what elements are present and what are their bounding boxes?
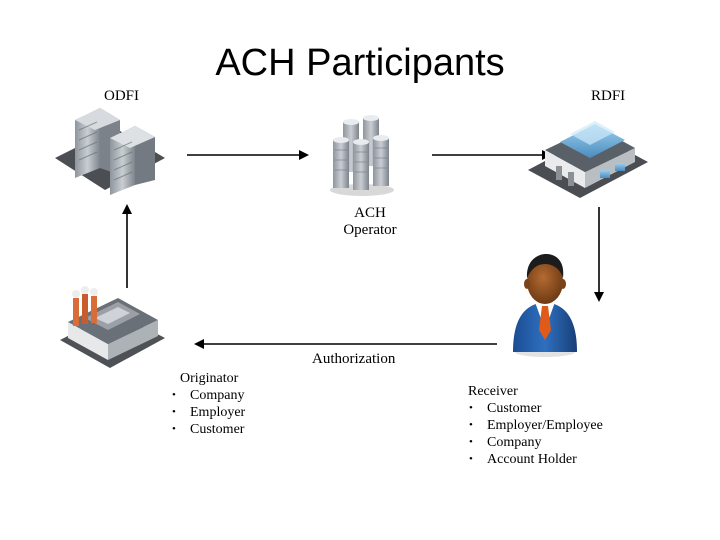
list-item: Company [168,387,245,404]
originator-list: Company Employer Customer [168,387,245,438]
receiver-heading: Receiver [468,384,518,399]
list-item: Customer [465,400,603,417]
originator-heading: Originator [180,371,239,386]
office-buildings-icon [55,108,165,195]
bank-building-icon [528,121,648,198]
list-item: Company [465,434,603,451]
page-title: ACH Participants [215,42,505,84]
ach-operator-line2: Operator [343,222,397,238]
factory-icon [60,286,165,368]
authorization-label: Authorization [312,351,396,367]
list-item: Account Holder [465,451,603,468]
businessman-icon [513,254,577,357]
receiver-list: Customer Employer/Employee Company Accou… [465,400,603,468]
server-cluster-icon [330,115,394,196]
receiver-block: Receiver Customer Employer/Employee Comp… [465,383,603,468]
ach-operator-label: ACH Operator [320,205,420,239]
originator-block: Originator Company Employer Customer [168,370,245,438]
list-item: Employer/Employee [465,417,603,434]
odfi-label: ODFI [104,88,140,104]
ach-operator-line1: ACH [354,205,386,221]
list-item: Customer [168,421,245,438]
rdfi-label: RDFI [591,88,626,104]
list-item: Employer [168,404,245,421]
